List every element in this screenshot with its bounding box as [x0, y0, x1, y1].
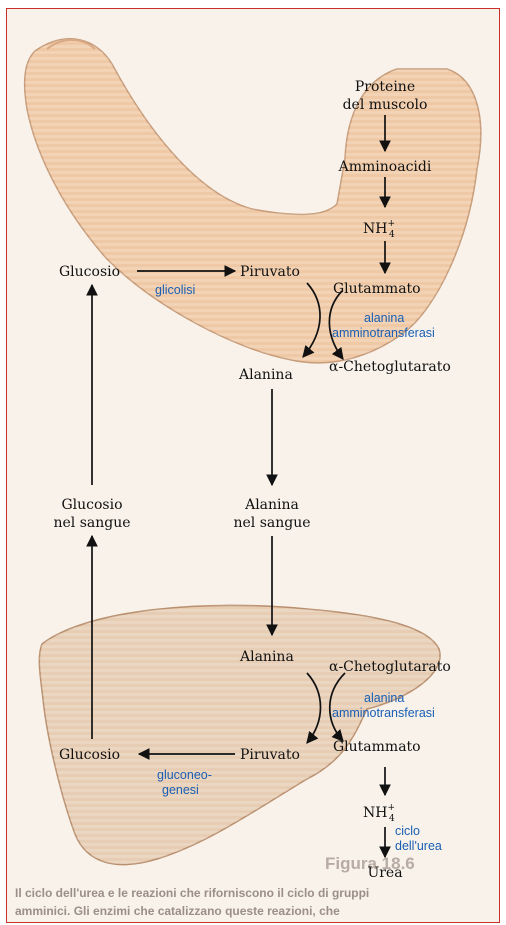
background-page-text: Figura 18.6 Il ciclo dell'urea e le reaz…: [15, 854, 415, 918]
pyruvate-muscle-label: Piruvato: [240, 264, 300, 280]
glutamate-liver-label: Glutammato: [333, 739, 421, 755]
glycolysis-label: glicolisi: [155, 283, 195, 297]
urea-label: Urea: [367, 865, 402, 881]
glutamate-muscle-label: Glutammato: [333, 281, 421, 297]
figure-frame: Figura 18.6 Il ciclo dell'urea e le reaz…: [6, 8, 500, 923]
alanine-liver-label: Alanina: [239, 649, 294, 665]
enzyme-liver-label-1: alanina: [364, 691, 404, 705]
ammonium-liver-label: NH+4: [363, 803, 395, 824]
caption-line-2: amminici. Gli enzimi che catalizzano que…: [15, 904, 340, 918]
aminoacids-label: Amminoacidi: [338, 159, 432, 175]
pyruvate-liver-label: Piruvato: [240, 747, 300, 763]
urea-cycle-label-1: ciclo: [395, 824, 420, 838]
proteins-label-2: del muscolo: [343, 97, 428, 113]
caption-line-1: Il ciclo dell'urea e le reazioni che rif…: [15, 886, 369, 900]
ammonium-muscle-label: NH+4: [363, 219, 395, 240]
alpha-kg-liver-label: α-Chetoglutarato: [329, 659, 451, 675]
enzyme-muscle-label-1: alanina: [364, 311, 404, 325]
glucose-alanine-cycle-diagram: Figura 18.6 Il ciclo dell'urea e le reaz…: [7, 9, 500, 923]
glucose-liver-label: Glucosio: [59, 747, 120, 763]
blood-labels: Glucosio nel sangue Alanina nel sangue: [53, 497, 310, 531]
gluconeogenesis-label-2: genesi: [162, 783, 199, 797]
proteins-label-1: Proteine: [355, 79, 415, 95]
blood-alanine-label-1: Alanina: [244, 497, 299, 513]
enzyme-liver-label-2: amminotransferasi: [332, 706, 435, 720]
glucose-muscle-label: Glucosio: [59, 264, 120, 280]
enzyme-muscle-label-2: amminotransferasi: [332, 326, 435, 340]
blood-glucose-label-1: Glucosio: [61, 497, 122, 513]
liver-illustration: [39, 605, 440, 864]
blood-alanine-label-2: nel sangue: [233, 515, 310, 531]
alpha-kg-muscle-label: α-Chetoglutarato: [329, 359, 451, 375]
urea-cycle-label-2: dell'urea: [395, 839, 442, 853]
gluconeogenesis-label-1: gluconeo-: [157, 768, 212, 782]
alanine-muscle-label: Alanina: [238, 367, 293, 383]
blood-glucose-label-2: nel sangue: [53, 515, 130, 531]
